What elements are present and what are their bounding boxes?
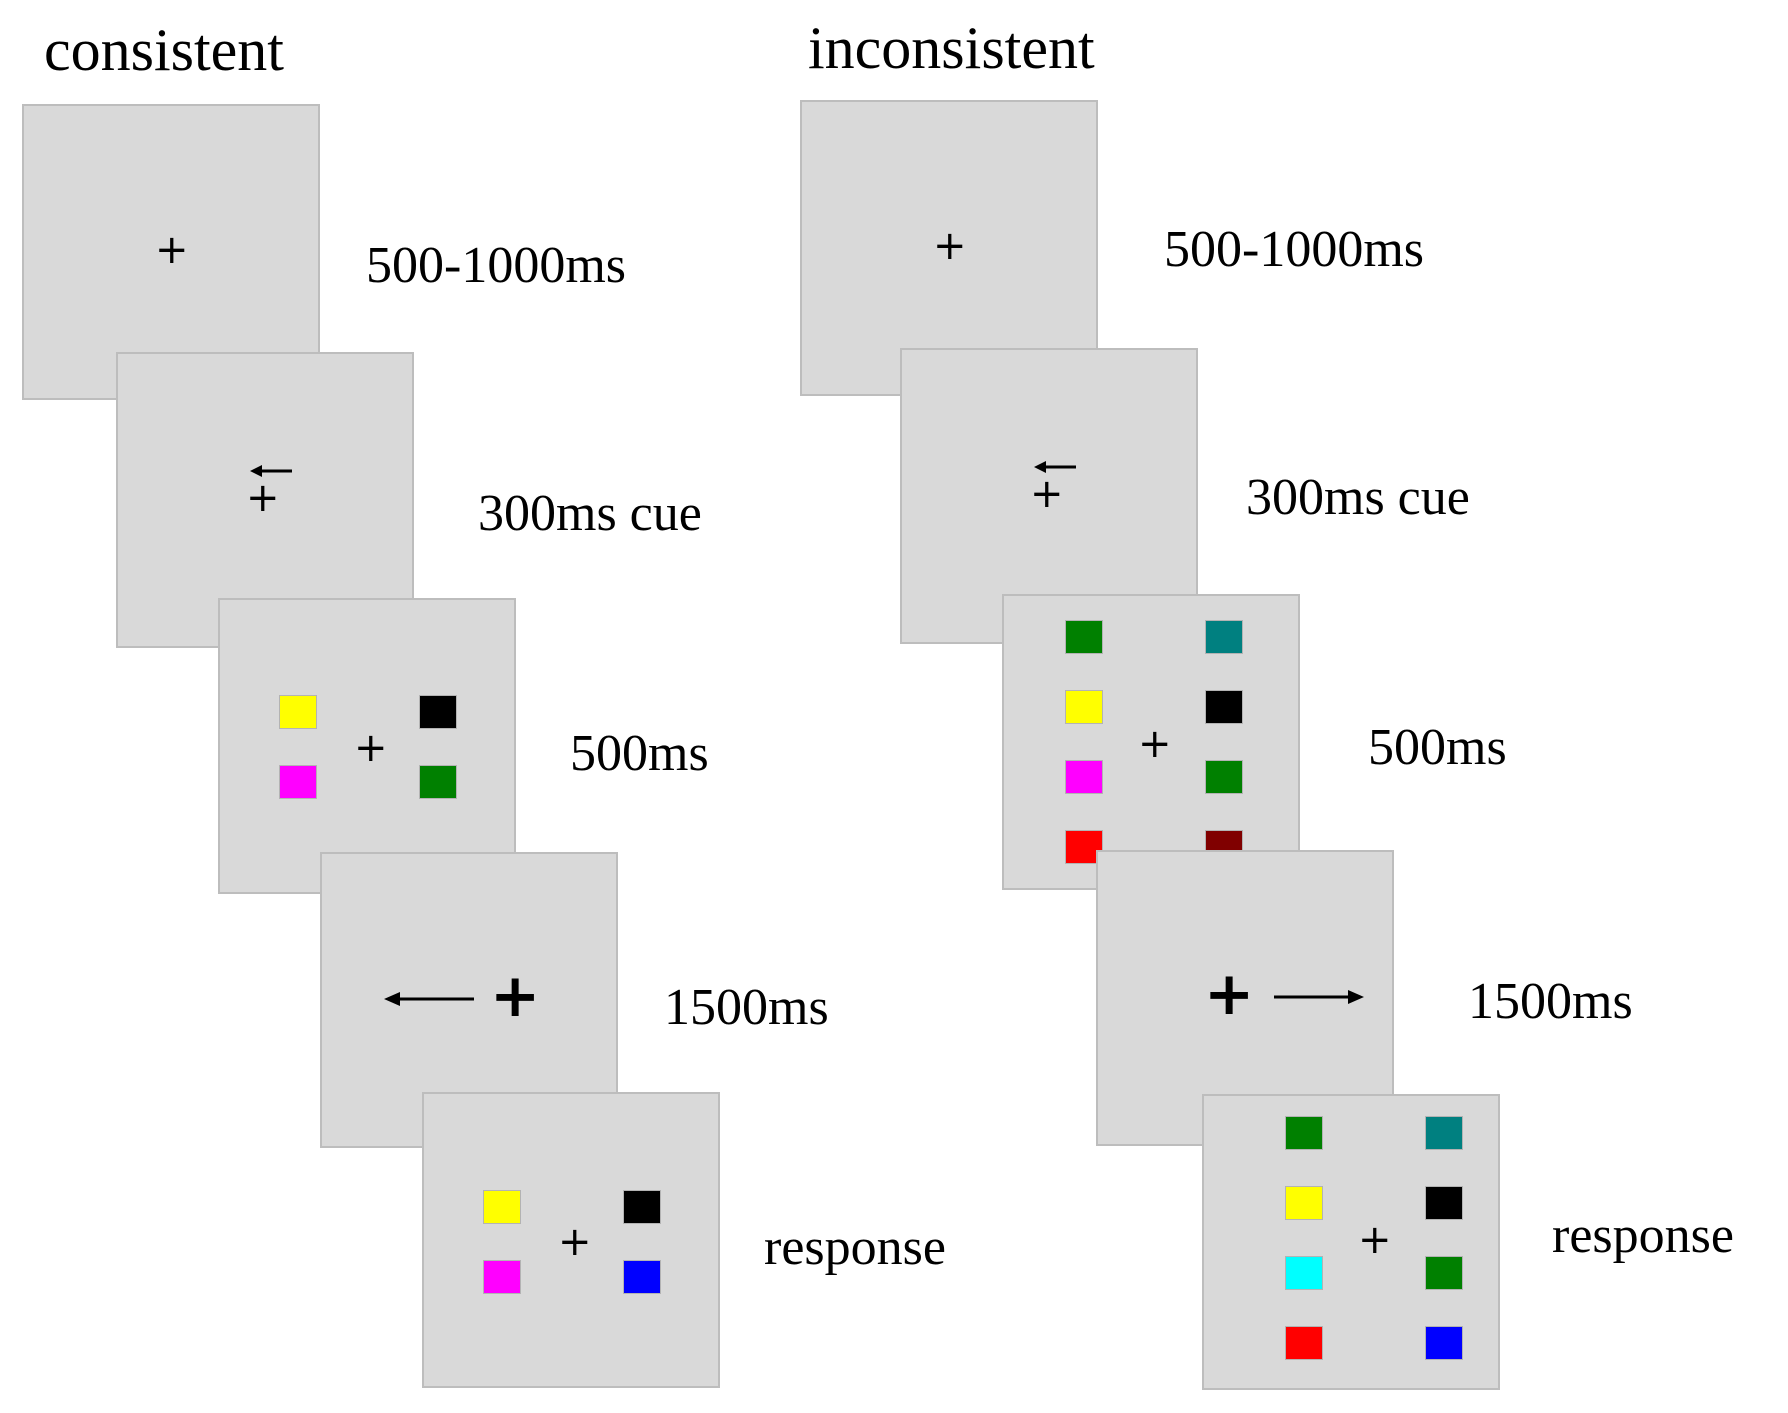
inconsistent-fixation-frame: + — [800, 100, 1098, 396]
memory-fixation-cross: + — [1138, 721, 1172, 767]
test-square-yellow — [483, 1190, 521, 1224]
memory-square-teal — [1205, 620, 1243, 654]
memory-square-magenta — [279, 765, 317, 799]
consistent-memory-frame: + — [218, 598, 516, 894]
inconsistent-test-frame: + — [1202, 1094, 1500, 1390]
inconsistent-memory-frame: + — [1002, 594, 1300, 890]
inconsistent-cue-label: 300ms cue — [1246, 469, 1470, 526]
test-square-magenta — [483, 1260, 521, 1294]
memory-square-black — [1205, 690, 1243, 724]
fixation-cross: + — [933, 223, 967, 269]
cue-arrow-left — [1034, 461, 1076, 473]
test-square-red — [1285, 1326, 1323, 1360]
test-square-black — [1425, 1186, 1463, 1220]
fixation-cross: + — [155, 227, 189, 273]
delay-arrow-left — [384, 992, 474, 1006]
memory-square-green — [1205, 760, 1243, 794]
test-square-green — [1425, 1256, 1463, 1290]
test-square-cyan — [1285, 1256, 1323, 1290]
consistent-delay-label: 1500ms — [664, 979, 829, 1036]
consistent-heading: consistent — [44, 17, 284, 83]
test-square-green — [1285, 1116, 1323, 1150]
inconsistent-memory-label: 500ms — [1368, 719, 1507, 776]
cue-fixation-cross: + — [1030, 471, 1064, 517]
test-square-teal — [1425, 1116, 1463, 1150]
cue-arrow-left — [250, 465, 292, 477]
delay-fixation-cross: + — [1204, 959, 1255, 1029]
test-square-yellow — [1285, 1186, 1323, 1220]
consistent-test-frame: + — [422, 1092, 720, 1388]
inconsistent-fixation-label: 500-1000ms — [1164, 221, 1424, 278]
memory-square-black — [419, 695, 457, 729]
consistent-fixation-frame: + — [22, 104, 320, 400]
test-square-blue — [623, 1260, 661, 1294]
inconsistent-test-label: response — [1552, 1207, 1734, 1264]
delay-fixation-cross: + — [490, 961, 541, 1031]
memory-square-yellow — [279, 695, 317, 729]
memory-square-green — [1065, 620, 1103, 654]
consistent-memory-label: 500ms — [570, 725, 709, 782]
inconsistent-heading: inconsistent — [808, 15, 1095, 81]
cue-fixation-cross: + — [246, 475, 280, 521]
consistent-fixation-label: 500-1000ms — [366, 237, 626, 294]
delay-arrow-right — [1274, 990, 1364, 1004]
inconsistent-delay-label: 1500ms — [1468, 973, 1633, 1030]
consistent-cue-label: 300ms cue — [478, 485, 702, 542]
memory-square-yellow — [1065, 690, 1103, 724]
test-fixation-cross: + — [558, 1219, 592, 1265]
memory-square-green — [419, 765, 457, 799]
test-fixation-cross: + — [1358, 1217, 1392, 1263]
test-square-blue — [1425, 1326, 1463, 1360]
test-square-black — [623, 1190, 661, 1224]
consistent-test-label: response — [764, 1219, 946, 1276]
memory-square-magenta — [1065, 760, 1103, 794]
memory-fixation-cross: + — [354, 725, 388, 771]
